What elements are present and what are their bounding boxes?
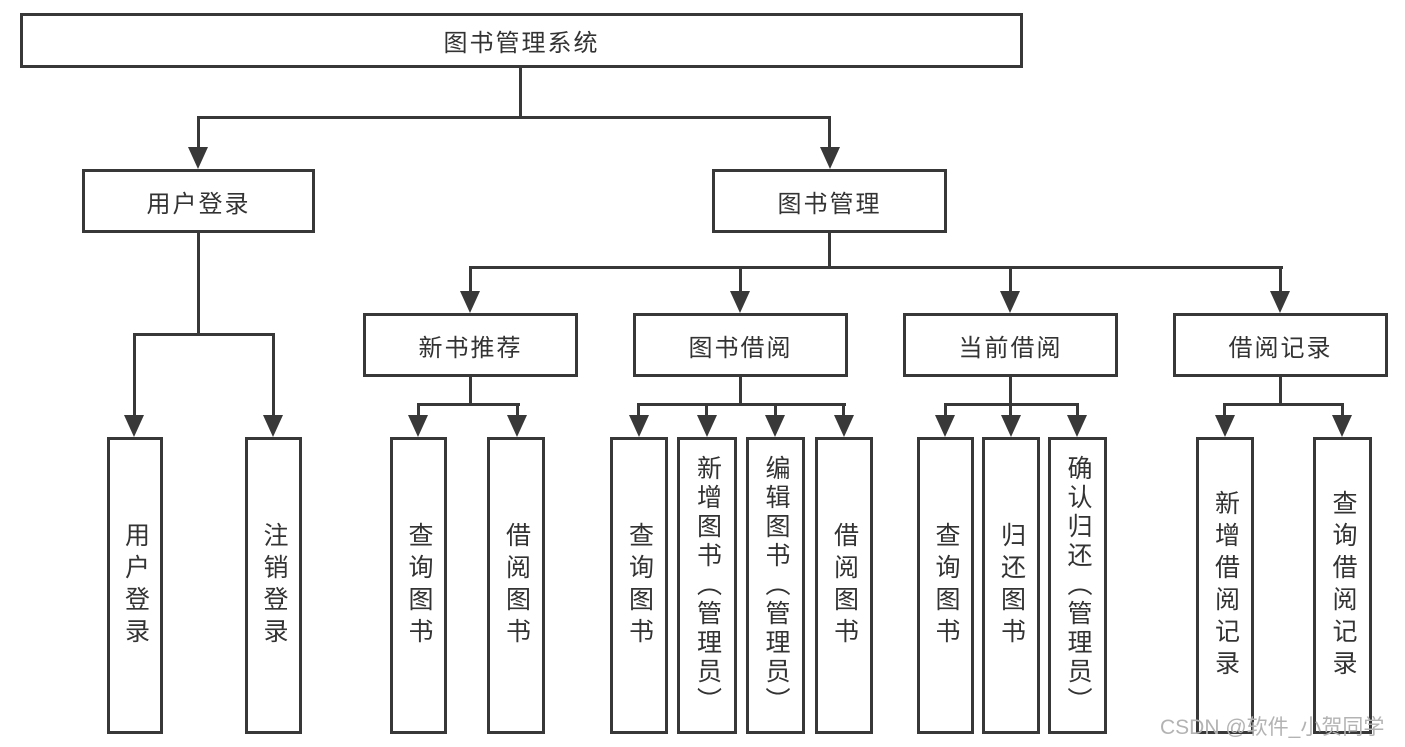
node-label: 用户登录 <box>146 190 251 218</box>
connector-line <box>1279 377 1282 406</box>
connector-line <box>519 68 522 118</box>
leaf-label: 用户登录 <box>121 521 150 650</box>
arrow-down-icon <box>263 415 283 437</box>
arrow-down-icon <box>1001 415 1021 437</box>
connector-line <box>739 266 742 292</box>
leaf-label: 新增图书（管理员） <box>693 455 722 716</box>
leaf-label: 注销登录 <box>260 521 288 650</box>
node-book-borrowing: 图书借阅 <box>633 313 848 377</box>
node-label: 当前借阅 <box>958 334 1063 362</box>
arrow-down-icon <box>1270 291 1290 313</box>
connector-line <box>1009 377 1012 406</box>
connector-line <box>774 403 777 417</box>
connector-line <box>739 377 742 406</box>
connector-line <box>944 403 947 417</box>
node-label: 图书管理 <box>777 190 882 218</box>
node-label: 图书借阅 <box>688 334 793 362</box>
leaf-label: 归还图书 <box>997 521 1026 650</box>
arrow-down-icon <box>697 415 717 437</box>
leaf-label: 新增借阅记录 <box>1211 489 1240 682</box>
node-borrowing-records: 借阅记录 <box>1173 313 1388 377</box>
connector-line <box>469 266 1283 269</box>
connector-line <box>197 116 831 119</box>
leaf-label: 借阅图书 <box>502 521 531 650</box>
connector-line <box>133 333 136 415</box>
node-current-borrowing: 当前借阅 <box>903 313 1118 377</box>
leaf-label: 查询图书 <box>625 521 654 650</box>
arrow-down-icon <box>765 415 785 437</box>
leaf-logout: 注销登录 <box>245 437 302 734</box>
leaf-query-books-recommend: 查询图书 <box>390 437 447 734</box>
arrow-down-icon <box>408 415 428 437</box>
connector-line <box>1009 266 1012 292</box>
arrow-down-icon <box>1067 415 1087 437</box>
leaf-label: 查询图书 <box>405 521 433 650</box>
connector-line <box>842 403 845 417</box>
arrow-down-icon <box>935 415 955 437</box>
connector-line <box>1341 403 1344 417</box>
node-new-book-recommend: 新书推荐 <box>363 313 578 377</box>
leaf-user-login: 用户登录 <box>107 437 163 734</box>
leaf-label: 编辑图书（管理员） <box>762 455 790 716</box>
watermark: CSDN @软件_小贺同学 <box>1160 716 1385 739</box>
connector-line <box>1223 403 1344 406</box>
node-book-management-system: 图书管理系统 <box>20 13 1023 68</box>
connector-line <box>828 233 831 269</box>
connector-line <box>417 403 520 406</box>
node-user-login: 用户登录 <box>82 169 315 233</box>
leaf-query-books-current: 查询图书 <box>917 437 974 734</box>
arrow-down-icon <box>507 415 527 437</box>
connector-line <box>516 403 519 417</box>
leaf-confirm-return-admin: 确认归还（管理员） <box>1048 437 1107 734</box>
arrow-down-icon <box>124 415 144 437</box>
connector-line <box>637 403 846 406</box>
leaf-borrow-books-borrowing: 借阅图书 <box>815 437 873 734</box>
arrow-down-icon <box>188 147 208 169</box>
arrow-down-icon <box>460 291 480 313</box>
arrow-down-icon <box>1215 415 1235 437</box>
connector-line <box>1009 403 1012 417</box>
connector-line <box>417 403 420 417</box>
connector-line <box>1223 403 1226 417</box>
connector-line <box>197 233 200 336</box>
node-book-management: 图书管理 <box>712 169 947 233</box>
arrow-down-icon <box>1000 291 1020 313</box>
connector-line <box>469 377 472 406</box>
leaf-label: 借阅图书 <box>830 521 859 650</box>
node-label: 新书推荐 <box>418 334 523 362</box>
leaf-label: 查询借阅记录 <box>1329 489 1357 682</box>
connector-line <box>469 266 472 292</box>
connector-line <box>1279 266 1282 292</box>
connector-line <box>637 403 640 417</box>
node-label: 借阅记录 <box>1228 334 1333 362</box>
leaf-add-borrow-record: 新增借阅记录 <box>1196 437 1254 734</box>
leaf-borrow-books-recommend: 借阅图书 <box>487 437 545 734</box>
arrow-down-icon <box>820 147 840 169</box>
connector-line <box>1076 403 1079 417</box>
leaf-label: 确认归还（管理员） <box>1064 455 1092 716</box>
arrow-down-icon <box>730 291 750 313</box>
leaf-label: 查询图书 <box>932 521 960 650</box>
leaf-query-borrow-record: 查询借阅记录 <box>1313 437 1372 734</box>
leaf-query-books-borrowing: 查询图书 <box>610 437 668 734</box>
arrow-down-icon <box>629 415 649 437</box>
connector-line <box>133 333 275 336</box>
connector-line <box>272 333 275 415</box>
connector-line <box>705 403 708 417</box>
arrow-down-icon <box>1332 415 1352 437</box>
leaf-return-books: 归还图书 <box>982 437 1040 734</box>
connector-line <box>197 116 200 148</box>
connector-line <box>828 116 831 148</box>
arrow-down-icon <box>834 415 854 437</box>
leaf-add-books-admin: 新增图书（管理员） <box>677 437 737 734</box>
node-label: 图书管理系统 <box>443 30 600 57</box>
leaf-edit-books-admin: 编辑图书（管理员） <box>746 437 805 734</box>
